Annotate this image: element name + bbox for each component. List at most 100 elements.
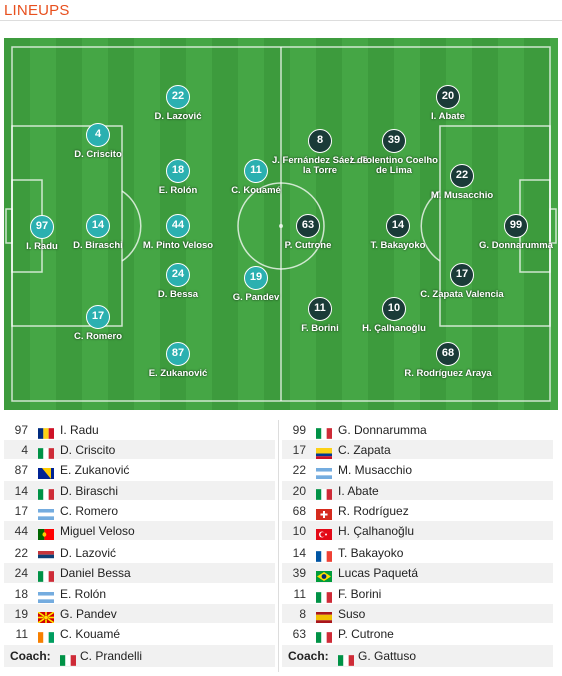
list-item[interactable]: 22 M. Musacchio [282,460,553,481]
italy-flag-icon [38,445,54,460]
shirt-number: 97 [14,423,28,437]
list-item[interactable]: 87 E. Zukanović [4,460,275,481]
italy-flag-icon [338,651,354,666]
coach-name[interactable]: G. Gattuso [358,649,417,664]
shirt-number: 11 [244,159,268,183]
list-item[interactable]: 39 Lucas Paquetá [282,563,553,584]
player-name: C. Kouamé [231,185,281,196]
player-name[interactable]: G. Pandev [60,606,117,621]
bosnia-flag-icon [38,465,54,480]
shirt-number: 17 [86,305,110,329]
list-item[interactable]: 97 I. Radu [4,420,275,441]
player-name[interactable]: C. Romero [60,503,119,518]
shirt-number: 10 [382,297,406,321]
coach-name[interactable]: C. Prandelli [80,649,143,664]
list-item[interactable]: 10 H. Çalhanoğlu [282,520,553,542]
player-name[interactable]: D. Criscito [60,443,116,458]
shirt-number: 8 [308,129,332,153]
list-item[interactable]: 11 F. Borini [282,584,553,604]
player-name: D. Bessa [157,289,199,300]
shirt-number: 39 [292,566,306,581]
player-name[interactable]: C. Kouamé [60,626,121,641]
shirt-number: 87 [14,463,28,478]
player-name: I. Abate [431,111,465,122]
player-name[interactable]: G. Donnarumma [338,423,427,437]
player-name[interactable]: T. Bakayoko [338,546,404,561]
list-item[interactable]: 68 R. Rodríguez [282,501,553,521]
shirt-number: 39 [382,129,406,153]
section-title: LINEUPS [4,2,70,19]
switzerland-flag-icon [316,506,332,520]
shirt-number: 44 [14,523,28,538]
player-name: T. Bakayoko [370,240,426,251]
player-name[interactable]: E. Rolón [60,586,107,601]
player-name: J. Fernández Sáez de la Torre [271,155,369,176]
player-name[interactable]: Lucas Paquetá [338,566,419,581]
player-name[interactable]: Daniel Bessa [60,566,131,581]
shirt-number: 68 [292,503,306,518]
shirt-number: 63 [296,214,320,238]
player-name[interactable]: E. Zukanović [60,463,130,478]
list-item[interactable]: 14 D. Biraschi [4,480,275,501]
list-item[interactable]: 44 Miguel Veloso [4,520,275,542]
shirt-number: 10 [292,523,306,538]
player-name: L. Tolentino Coelho de Lima [350,155,438,176]
shirt-number: 22 [292,463,306,478]
home-player-marker[interactable]: 24 D. Bessa [128,263,228,300]
player-name: C. Zapata Valencia [420,289,504,300]
player-name[interactable]: I. Radu [60,423,99,437]
player-name[interactable]: C. Zapata [338,443,391,458]
shirt-number: 14 [14,483,28,498]
title-divider [0,20,562,21]
player-name[interactable]: F. Borini [338,586,382,601]
player-name[interactable]: P. Cutrone [338,626,394,641]
player-name[interactable]: I. Abate [338,483,379,498]
player-name[interactable]: H. Çalhanoğlu [338,523,415,538]
macedonia-flag-icon [37,609,55,624]
player-name[interactable]: Suso [338,606,366,621]
shirt-number: 24 [166,263,190,287]
player-name[interactable]: D. Lazović [60,546,117,561]
player-name[interactable]: R. Rodríguez [338,503,409,518]
player-name[interactable]: M. Musacchio [338,463,413,478]
shirt-number: 11 [293,586,306,601]
player-name[interactable]: D. Biraschi [60,483,119,498]
home-player-marker[interactable]: 11 C. Kouamé [206,159,306,196]
player-name: R. Rodríguez Araya [404,368,492,379]
player-name[interactable]: Miguel Veloso [60,523,135,538]
